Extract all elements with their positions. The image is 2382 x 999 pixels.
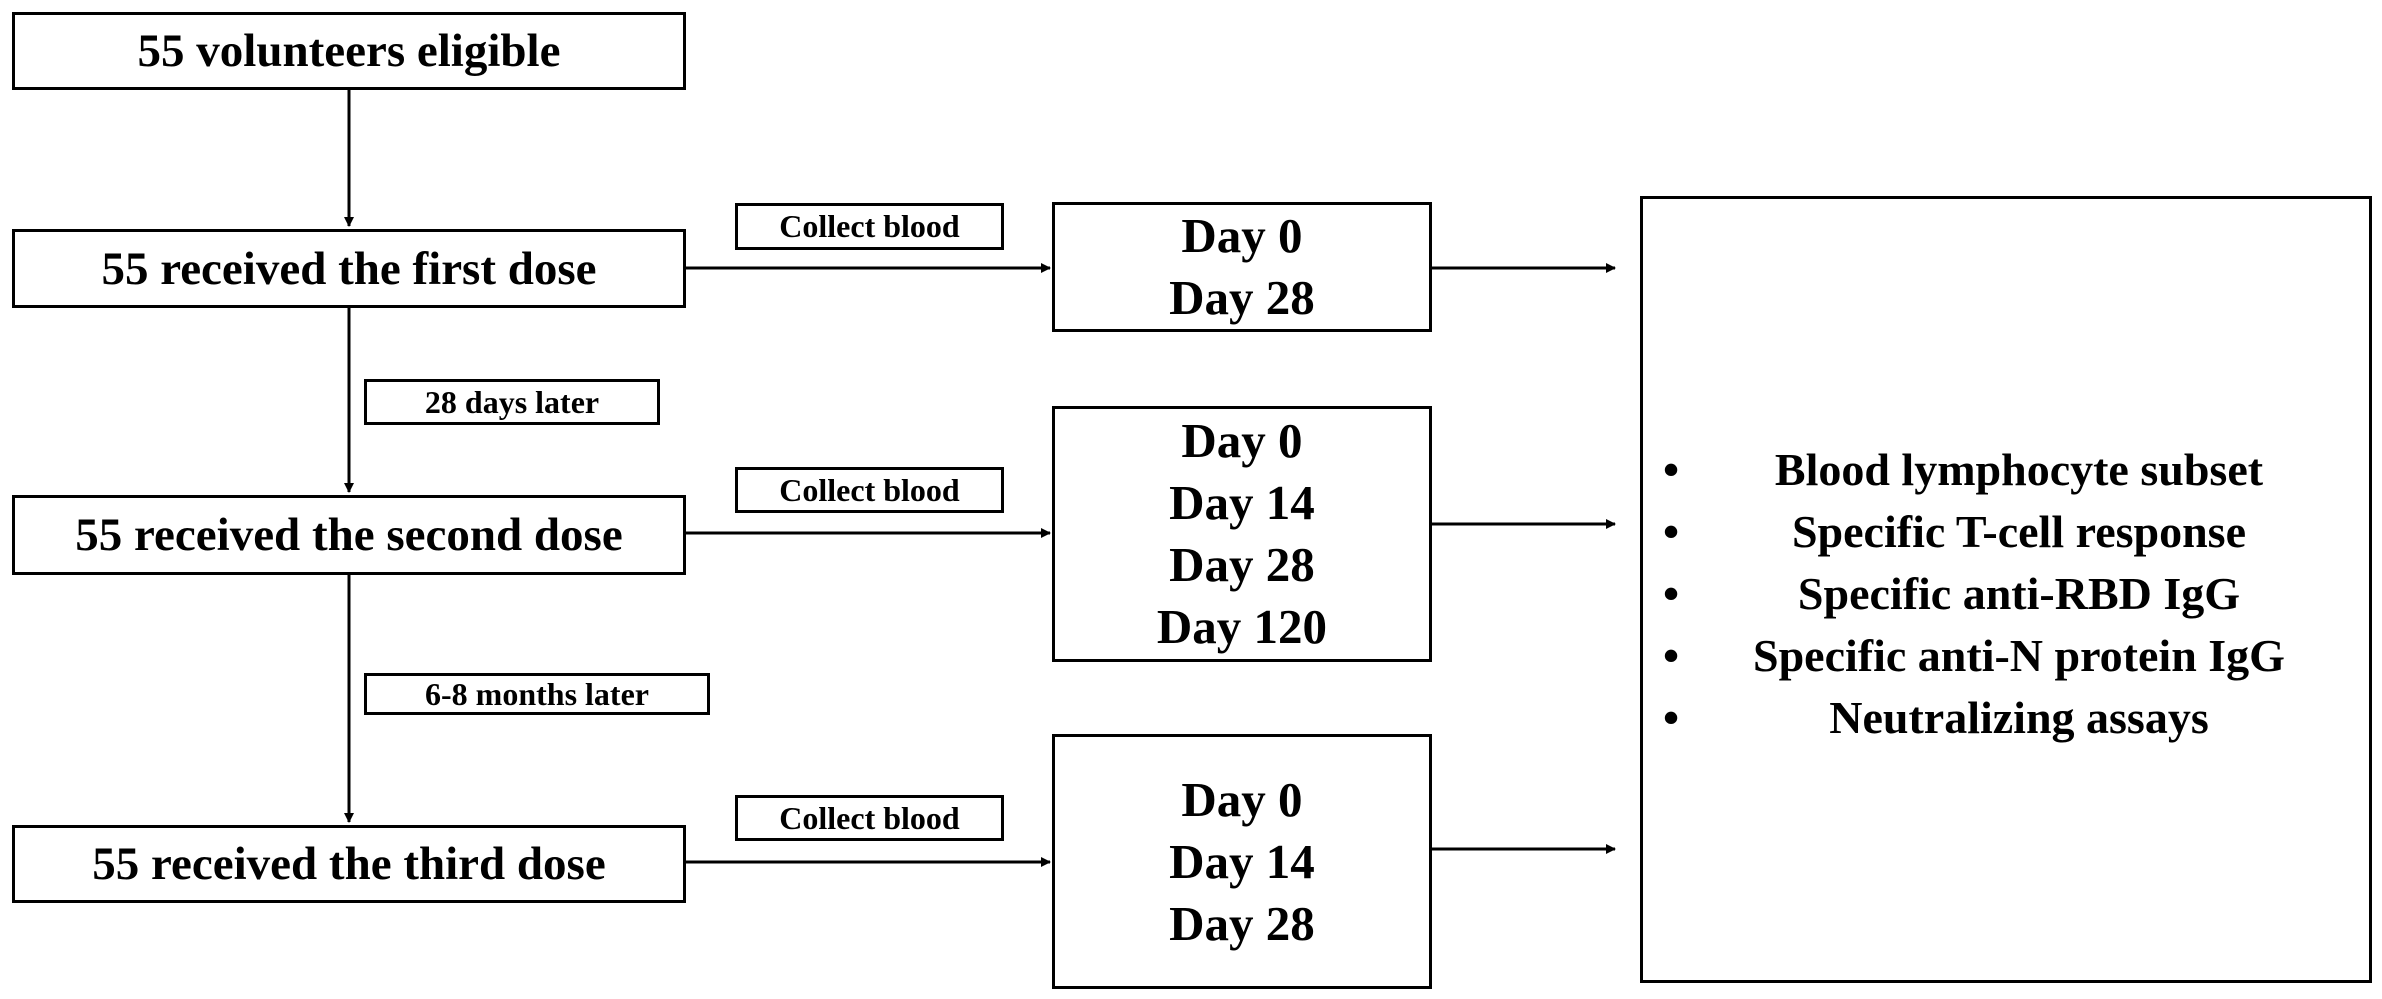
- outcomes-list: Blood lymphocyte subset Specific T-cell …: [1663, 439, 2285, 749]
- interval-label-6-8-months: 6-8 months later: [364, 673, 710, 715]
- stage-second-dose: 55 received the second dose: [12, 495, 686, 575]
- timepoint: Day 0: [1181, 771, 1303, 827]
- timepoints-box-2: Day 0 Day 14 Day 28 Day 120: [1052, 406, 1432, 662]
- stage-eligible-label: 55 volunteers eligible: [137, 25, 561, 77]
- collect-blood-label-1: Collect blood: [735, 203, 1004, 250]
- outcomes-box: Blood lymphocyte subset Specific T-cell …: [1640, 196, 2372, 983]
- collect-blood-text-3: Collect blood: [779, 799, 960, 836]
- stage-third-dose: 55 received the third dose: [12, 825, 686, 903]
- timepoints-box-1: Day 0 Day 28: [1052, 202, 1432, 332]
- interval-label-28-days: 28 days later: [364, 379, 660, 425]
- stage-second-dose-label: 55 received the second dose: [75, 509, 623, 561]
- outcome-item: Specific anti-RBD IgG: [1663, 563, 2285, 625]
- timepoint: Day 14: [1169, 833, 1315, 889]
- timepoint: Day 0: [1181, 413, 1303, 468]
- collect-blood-text-2: Collect blood: [779, 471, 960, 508]
- outcome-item: Neutralizing assays: [1663, 687, 2285, 749]
- timepoints-box-3: Day 0 Day 14 Day 28: [1052, 734, 1432, 989]
- stage-first-dose-label: 55 received the first dose: [101, 242, 597, 295]
- stage-eligible: 55 volunteers eligible: [12, 12, 686, 90]
- timepoint: Day 14: [1169, 475, 1315, 530]
- collect-blood-label-2: Collect blood: [735, 467, 1004, 513]
- interval-label-28-days-text: 28 days later: [424, 383, 600, 420]
- timepoint: Day 0: [1181, 208, 1303, 263]
- outcome-item: Specific T-cell response: [1663, 501, 2285, 563]
- interval-label-6-8-months-text: 6-8 months later: [425, 675, 649, 712]
- timepoint: Day 28: [1169, 537, 1315, 592]
- timepoint: Day 120: [1156, 599, 1328, 654]
- outcome-item: Specific anti-N protein IgG: [1663, 625, 2285, 687]
- collect-blood-text-1: Collect blood: [779, 208, 960, 244]
- collect-blood-label-3: Collect blood: [735, 795, 1004, 841]
- timepoint: Day 28: [1169, 895, 1315, 951]
- stage-third-dose-label: 55 received the third dose: [92, 838, 606, 890]
- outcome-item: Blood lymphocyte subset: [1663, 439, 2285, 501]
- stage-first-dose: 55 received the first dose: [12, 229, 686, 308]
- timepoint: Day 28: [1169, 270, 1315, 325]
